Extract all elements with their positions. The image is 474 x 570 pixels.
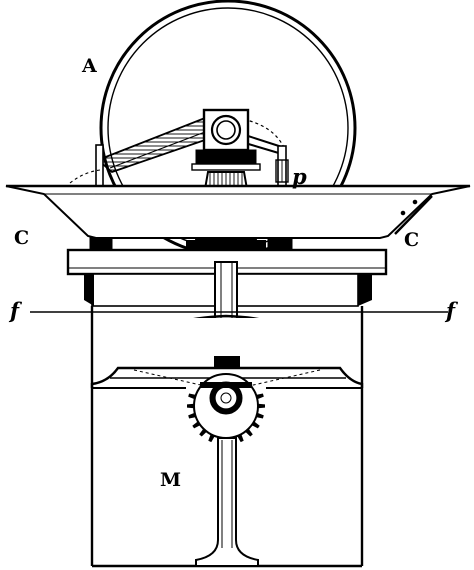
support-column (195, 437, 259, 567)
label-link: p (292, 164, 307, 189)
label-base: M (160, 469, 181, 491)
base-housing (90, 306, 364, 568)
label-pan-right: C (404, 229, 419, 251)
pan (5, 184, 471, 239)
label-wheel: A (81, 55, 97, 77)
central-bearing (191, 108, 261, 171)
cross-beam (90, 318, 364, 389)
label-pan-left: C (14, 227, 29, 249)
label-level-left: f (8, 298, 23, 323)
label-level-right: f (444, 298, 459, 323)
